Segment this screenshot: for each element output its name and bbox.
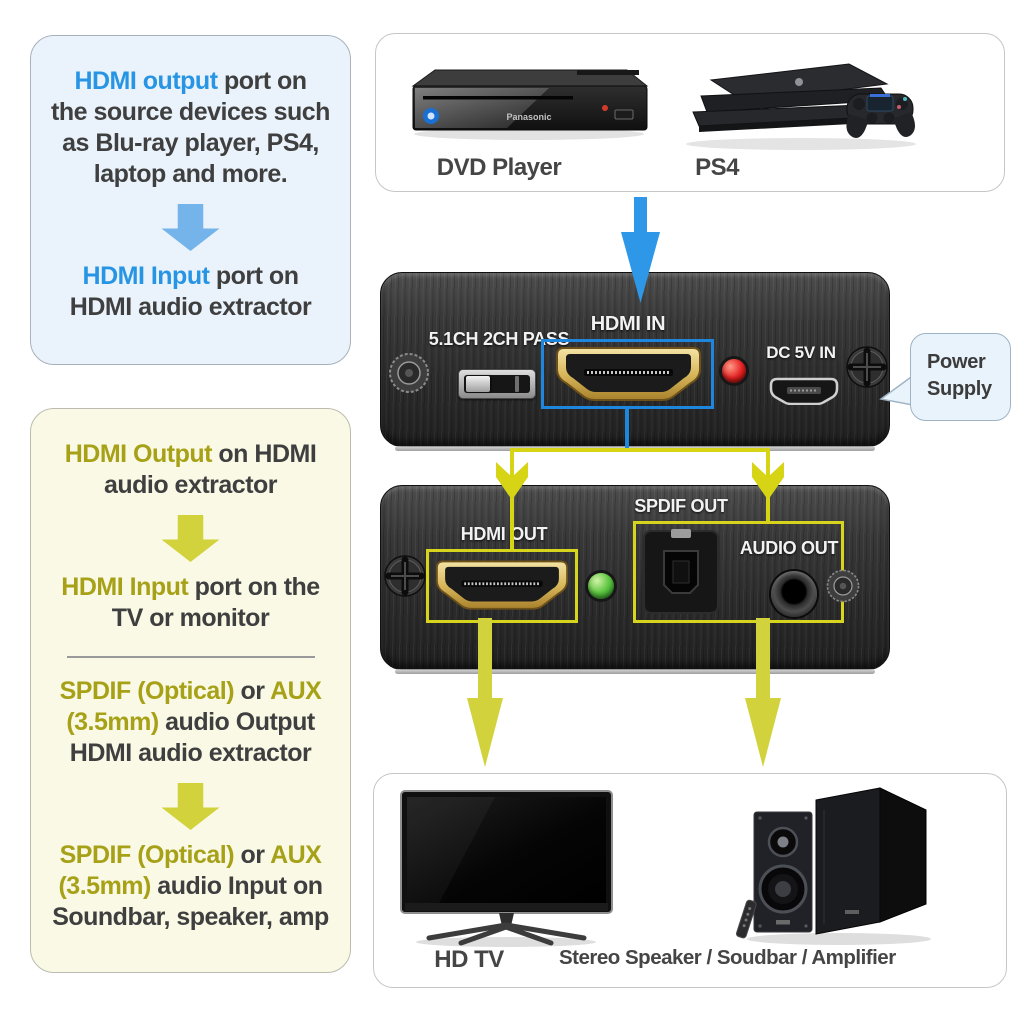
info-line: (3.5mm) audio Output — [31, 707, 350, 738]
highlight-text: HDMI Input — [61, 573, 189, 601]
ps4-label: PS4 — [695, 154, 739, 181]
hdtv-image — [400, 790, 613, 947]
arrow-audio-out-to-speakers-head — [745, 698, 781, 767]
phillips-screw-icon — [384, 555, 426, 597]
down-arrow-icon — [161, 204, 220, 251]
plain-text: or — [234, 841, 271, 869]
divider — [66, 656, 315, 658]
hdtv-label: HD TV — [434, 946, 504, 973]
power-led-red — [722, 359, 746, 383]
hdmi-extractor-back: HDMI OUT SPDIF OUT AUDIO OUT — [380, 485, 890, 674]
info-line: HDMI output port on — [31, 66, 350, 97]
plain-text: port on — [217, 67, 307, 95]
highlight-text: HDMI Input — [82, 262, 210, 290]
highlight-text: SPDIF (Optical) — [59, 677, 235, 705]
info-line: HDMI Input port on — [31, 261, 350, 292]
hdmi-in-port — [556, 347, 701, 401]
audio-mode-switch — [458, 369, 536, 399]
power-supply-callout: Power Supply — [910, 333, 1011, 421]
info-line: HDMI audio extractor — [69, 739, 312, 767]
callout-line: Power — [927, 351, 986, 373]
highlight-text: AUX — [270, 677, 322, 705]
status-led-green — [588, 573, 614, 599]
speakers-image — [735, 787, 931, 945]
source-devices-box: Panasonic DVD Player — [375, 33, 1005, 192]
ps4-controller — [846, 93, 915, 138]
plain-text: port on the — [188, 573, 321, 601]
info-line: TV or monitor — [111, 604, 270, 632]
dvd-player-label: DVD Player — [436, 154, 562, 181]
spdif-out-label: SPDIF OUT — [634, 496, 728, 516]
info-line: laptop and more. — [93, 160, 288, 188]
highlight-text: (3.5mm) — [58, 872, 151, 900]
callout-line: Supply — [927, 378, 992, 400]
arrow-hdmi-out-to-tv-head — [467, 698, 503, 767]
down-arrow-icon — [161, 783, 220, 830]
switch-knob — [466, 376, 490, 392]
hdmi-extractor-front: 5.1CH 2CH PASS HDMI IN DC 5V IN — [380, 272, 890, 451]
info-line: (3.5mm) audio Input on — [31, 871, 350, 902]
knurled-screw-icon — [389, 353, 429, 393]
highlight-text: SPDIF (Optical) — [59, 841, 235, 869]
info-box-extractor-outputs: HDMI Output on HDMI audio extractor HDMI… — [30, 408, 351, 973]
info-box-hdmi-source: HDMI output port on the source devices s… — [30, 35, 351, 365]
hdmi-out-highlight-box — [426, 549, 578, 623]
micro-usb-port — [769, 377, 839, 405]
speakers-label: Stereo Speaker / Soudbar / Amplifier — [559, 946, 896, 969]
remote-control — [735, 899, 757, 939]
audio-out-label: AUDIO OUT — [739, 538, 839, 558]
plain-text: on HDMI — [211, 440, 317, 468]
ps4-image — [686, 63, 916, 150]
info-line: as Blu-ray player, PS4, — [62, 129, 319, 157]
highlight-text: HDMI Output — [64, 440, 213, 468]
toslink-optical-port — [643, 529, 719, 614]
plain-text: audio Input on — [150, 872, 323, 900]
plain-text: or — [234, 677, 271, 705]
plain-text: audio Output — [158, 708, 315, 736]
highlight-text: AUX — [270, 841, 322, 869]
aux-35mm-jack — [771, 571, 817, 617]
switch-notch — [515, 376, 519, 392]
highlight-text: HDMI output — [74, 67, 218, 95]
knurled-screw-icon — [826, 569, 860, 603]
dvd-brand-text: Panasonic — [506, 112, 551, 122]
info-line: SPDIF (Optical) or AUX — [31, 840, 350, 871]
info-line: HDMI Output on HDMI — [31, 439, 350, 470]
info-line: audio extractor — [103, 471, 278, 499]
phillips-screw-icon — [846, 346, 888, 388]
info-line: the source devices such — [51, 98, 330, 126]
info-line: SPDIF (Optical) or AUX — [31, 676, 350, 707]
highlight-text: (3.5mm) — [66, 708, 159, 736]
dc-in-label: DC 5V IN — [766, 343, 836, 362]
plain-text: port on — [209, 262, 299, 290]
hdmi-in-label: HDMI IN — [590, 313, 666, 335]
sink-devices-box: HD TV Stereo Speaker / Soudbar / Amplifi… — [373, 773, 1007, 988]
hdmi-out-port — [436, 560, 568, 610]
info-line: HDMI audio extractor — [69, 293, 312, 321]
info-line: HDMI Input port on the — [31, 572, 350, 603]
info-line: Soundbar, speaker, amp — [52, 903, 329, 931]
hdmi-out-label: HDMI OUT — [460, 524, 548, 544]
dvd-player-image: Panasonic — [411, 69, 649, 140]
switch-label: 5.1CH 2CH PASS — [428, 329, 570, 349]
down-arrow-icon — [161, 515, 220, 562]
